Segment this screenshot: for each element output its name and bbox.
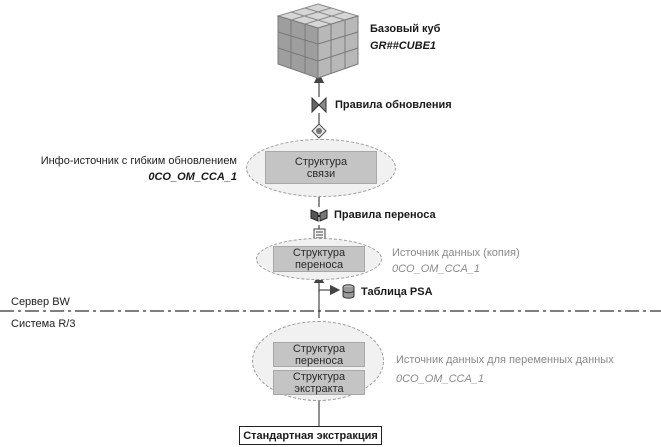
datasource-r3-extract-structure: Структура экстракта — [273, 370, 365, 395]
datasource-copy-structure-line1: Структура — [292, 247, 346, 259]
cube-name: GR##CUBE1 — [370, 40, 437, 52]
infosource-label: Инфо-источник с гибким обновлением — [40, 155, 237, 167]
datasource-r3-extract-line1: Структура — [292, 370, 346, 383]
datasource-r3-name: 0CO_OM_CCA_1 — [396, 373, 485, 385]
bowtie-rule-icon — [311, 96, 327, 114]
datasource-copy-structure: Структура переноса — [273, 246, 365, 272]
transfer-rule-icon — [310, 207, 328, 223]
update-rules-label: Правила обновления — [335, 99, 452, 111]
cube-icon — [276, 2, 360, 80]
datasource-copy-label: Источник данных (копия) — [392, 247, 520, 259]
infosource-structure: Структура связи — [265, 151, 377, 184]
infosource-icon — [311, 123, 327, 139]
infosource-structure-line1: Структура — [294, 155, 348, 168]
datasource-r3-transfer-structure: Структура переноса — [273, 342, 365, 367]
datasource-copy-name: 0CO_OM_CCA_1 — [392, 263, 481, 275]
infosource-name: 0CO_OM_CCA_1 — [148, 171, 237, 183]
database-icon — [342, 284, 355, 299]
cube-title: Базовый куб — [370, 23, 441, 35]
standard-extraction-box: Стандартная экстракция — [239, 426, 382, 445]
system-r3-label: Система R/3 — [11, 318, 76, 330]
datasource-r3-extract-line2: экстракта — [294, 382, 344, 395]
infosource-structure-line2: связи — [306, 167, 336, 180]
datasource-r3-transfer-line1: Структура — [292, 342, 346, 355]
datasource-r3-label: Источник данных для переменных данных — [396, 354, 614, 366]
transfer-rules-label: Правила переноса — [334, 209, 436, 221]
psa-label: Таблица PSA — [361, 286, 433, 298]
datasource-r3-transfer-line2: переноса — [294, 354, 344, 367]
server-bw-label: Сервер BW — [11, 296, 70, 308]
standard-extraction-label: Стандартная экстракция — [243, 429, 378, 442]
datasource-copy-structure-line2: переноса — [294, 259, 344, 271]
